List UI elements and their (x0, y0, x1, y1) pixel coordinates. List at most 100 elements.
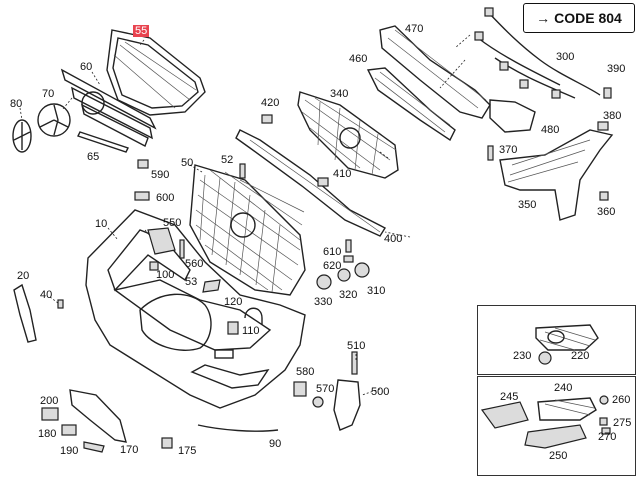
part-110-cap (227, 321, 239, 335)
label-340: 340 (330, 88, 349, 100)
label-360: 360 (597, 206, 616, 218)
part-590-clip (137, 159, 149, 169)
part-600-bracket (134, 191, 150, 201)
part-80-emblem-badge (12, 119, 32, 153)
label-310: 310 (367, 285, 386, 297)
label-570: 570 (316, 383, 335, 395)
label-175: 175 (178, 445, 197, 457)
label-580: 580 (296, 366, 315, 378)
part-170-plate-holder (69, 389, 127, 443)
label-510: 510 (347, 340, 366, 352)
part-410-screw (317, 177, 329, 187)
part-300-wiring (474, 7, 601, 99)
part-460-absorber (366, 67, 456, 142)
part-350-side-bracket (499, 129, 614, 221)
label-200: 200 (40, 395, 59, 407)
label-52: 52 (221, 154, 234, 166)
part-65-trim (77, 131, 129, 153)
label-470: 470 (405, 23, 424, 35)
label-100: 100 (156, 269, 175, 281)
part-52-bolt (239, 163, 246, 179)
label-550: 550 (163, 217, 182, 229)
part-100-clip (149, 261, 159, 271)
part-120-cable (244, 307, 263, 325)
part-60-grille-slats (60, 68, 157, 147)
part-175-clip (161, 437, 173, 449)
label-170: 170 (120, 444, 139, 456)
label-590: 590 (151, 169, 170, 181)
label-410: 410 (333, 168, 352, 180)
label-10: 10 (95, 218, 108, 230)
label-65: 65 (87, 151, 100, 163)
label-120: 120 (224, 296, 243, 308)
part-50-grille-mesh (189, 164, 306, 296)
label-300: 300 (556, 51, 575, 63)
part-53-insert (202, 279, 221, 293)
part-40-screw (57, 299, 64, 309)
part-400-support-bar (235, 129, 386, 237)
label-220: 220 (571, 350, 590, 362)
code-label: CODE 804 (554, 10, 622, 26)
label-560: 560 (185, 258, 204, 270)
part-260-screw (599, 395, 609, 405)
label-480: 480 (541, 124, 560, 136)
label-600: 600 (156, 192, 175, 204)
part-180-clip (61, 424, 77, 436)
part-330-lamp (316, 274, 332, 290)
inset-fog-grille (477, 305, 636, 375)
part-90-strip (197, 424, 279, 432)
label-275: 275 (613, 417, 632, 429)
part-420-clip (261, 114, 273, 124)
part-570-screw (312, 396, 324, 408)
part-250-drl-lamp (524, 424, 587, 449)
part-70-star-emblem (37, 103, 71, 137)
label-60: 60 (80, 61, 93, 73)
part-560-pin (179, 239, 185, 259)
part-10-bumper-cover (85, 209, 306, 409)
part-610-screw (345, 239, 352, 253)
part-275-clip (599, 417, 608, 426)
label-245: 245 (500, 391, 519, 403)
part-380-clip (597, 121, 609, 131)
label-390: 390 (607, 63, 626, 75)
part-310-lamp (354, 262, 370, 278)
label-320: 320 (339, 289, 358, 301)
label-330: 330 (314, 296, 333, 308)
part-20-side-trim (13, 283, 37, 343)
label-55: 55 (133, 25, 150, 37)
part-470-bumper-carrier (379, 25, 491, 119)
label-400: 400 (384, 233, 403, 245)
label-70: 70 (42, 88, 55, 100)
code-arrow-icon: → (536, 10, 551, 26)
label-190: 190 (60, 445, 79, 457)
part-480-bracket (489, 99, 536, 133)
label-370: 370 (499, 144, 518, 156)
part-340-grille (297, 91, 399, 179)
label-180: 180 (38, 428, 57, 440)
part-580-plate (293, 381, 307, 397)
label-230: 230 (513, 350, 532, 362)
part-360-clip (599, 191, 609, 201)
leader-lines (19, 34, 471, 396)
part-510-bolt (351, 351, 358, 375)
label-260: 260 (612, 394, 631, 406)
label-460: 460 (349, 53, 368, 65)
part-230-cap (538, 351, 552, 365)
part-550-module (147, 227, 176, 255)
part-55-grille-frame (106, 29, 206, 116)
label-240: 240 (554, 382, 573, 394)
label-610: 610 (323, 246, 342, 258)
part-245-trim (480, 401, 529, 429)
part-200-cap (41, 407, 59, 421)
label-620: 620 (323, 260, 342, 272)
part-270-clip (601, 427, 611, 435)
label-50: 50 (181, 157, 194, 169)
part-500-bracket (333, 379, 361, 431)
part-240-drl-grille (537, 397, 597, 421)
label-420: 420 (261, 97, 280, 109)
label-500: 500 (371, 386, 390, 398)
label-380: 380 (603, 110, 622, 122)
label-80: 80 (10, 98, 23, 110)
